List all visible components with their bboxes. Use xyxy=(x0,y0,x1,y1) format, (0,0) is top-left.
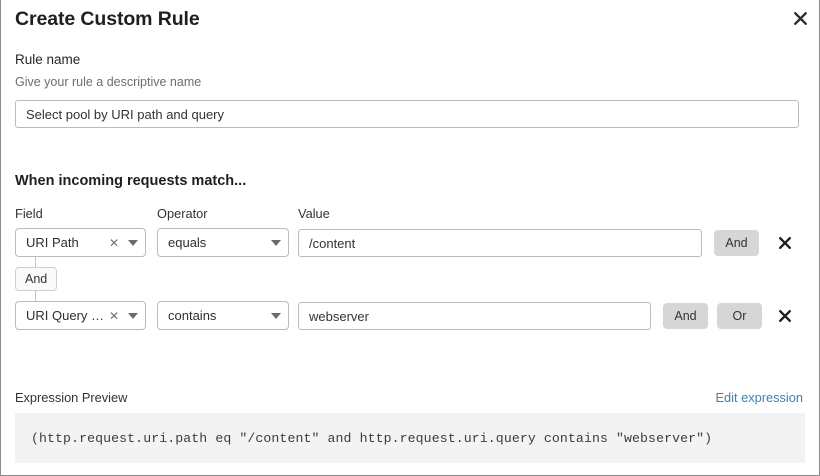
rule-name-label: Rule name xyxy=(15,52,81,67)
match-section-heading: When incoming requests match... xyxy=(15,173,247,189)
close-dialog-button[interactable] xyxy=(789,7,811,29)
clear-icon[interactable]: ✕ xyxy=(108,235,119,250)
operator-select-row-2[interactable]: contains xyxy=(157,301,289,330)
chevron-down-icon xyxy=(271,312,281,319)
rule-name-help-text: Give your rule a descriptive name xyxy=(15,75,202,89)
value-input-row-1[interactable] xyxy=(298,229,702,257)
column-header-value: Value xyxy=(298,206,330,221)
column-header-operator: Operator xyxy=(157,206,208,221)
field-select-row-2[interactable]: URI Query St... ✕ xyxy=(15,301,146,330)
clear-icon[interactable]: ✕ xyxy=(108,308,119,323)
rule-name-input[interactable] xyxy=(15,100,799,128)
field-select-row-1-value: URI Path xyxy=(26,235,79,250)
connector-line-bottom xyxy=(35,290,36,301)
expression-preview-code: (http.request.uri.path eq "/content" and… xyxy=(31,430,713,446)
edit-expression-link[interactable]: Edit expression xyxy=(715,390,804,405)
page-title: Create Custom Rule xyxy=(15,8,200,30)
value-input-row-2[interactable] xyxy=(298,302,651,330)
field-select-row-1[interactable]: URI Path ✕ xyxy=(15,228,146,257)
group-connector-and[interactable]: And xyxy=(15,267,58,291)
operator-select-row-2-value: contains xyxy=(168,308,217,323)
close-icon xyxy=(779,310,791,322)
operator-select-row-1[interactable]: equals xyxy=(157,228,289,257)
chevron-down-icon xyxy=(128,239,138,246)
remove-condition-row-2[interactable] xyxy=(775,306,795,326)
remove-condition-row-1[interactable] xyxy=(775,233,795,253)
add-and-condition-row-2[interactable]: And xyxy=(663,303,708,329)
column-header-field: Field xyxy=(15,206,43,221)
operator-select-row-1-value: equals xyxy=(168,235,207,250)
close-icon xyxy=(779,237,791,249)
add-and-condition-row-1[interactable]: And xyxy=(714,230,759,256)
chevron-down-icon xyxy=(271,239,281,246)
chevron-down-icon xyxy=(128,312,138,319)
field-select-row-2-value: URI Query St... xyxy=(26,308,105,323)
expression-preview-label: Expression Preview xyxy=(15,390,128,405)
connector-line-top xyxy=(35,257,36,268)
add-or-condition-row-2[interactable]: Or xyxy=(717,303,762,329)
close-icon xyxy=(793,11,807,25)
expression-preview-box: (http.request.uri.path eq "/content" and… xyxy=(15,413,805,463)
